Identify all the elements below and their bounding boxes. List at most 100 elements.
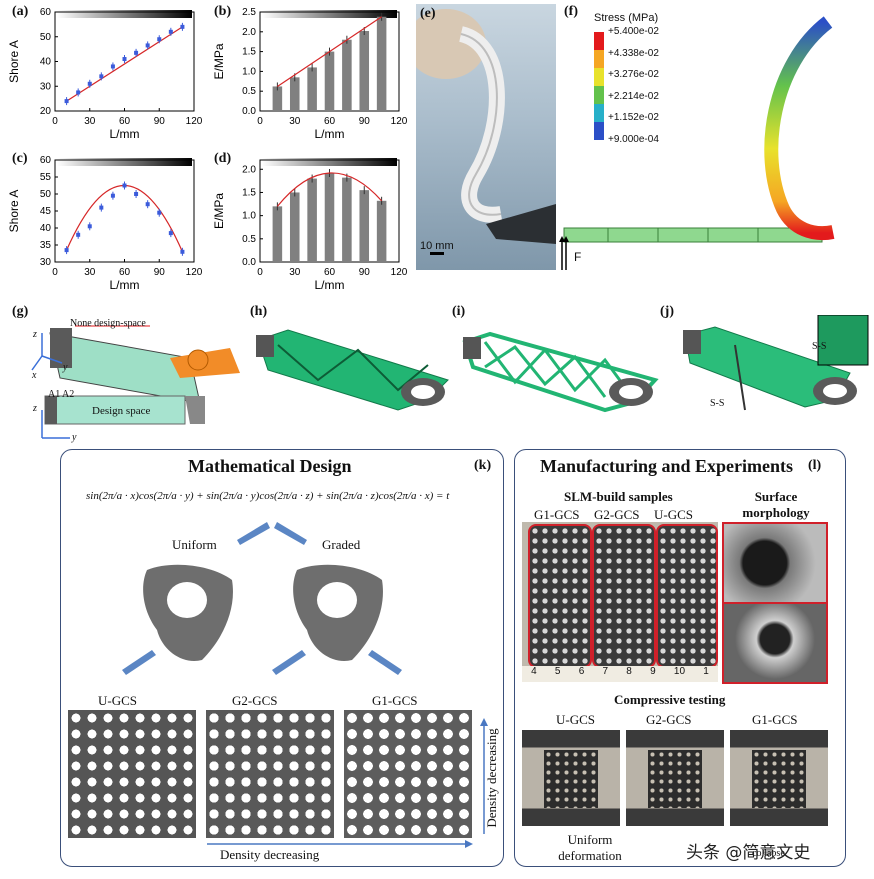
g2-gcs-label: G2-GCS (232, 693, 278, 708)
data-point (157, 210, 162, 215)
y-tick-label: 30 (40, 81, 52, 92)
bar (324, 51, 335, 111)
collapse-label: collapse (752, 848, 785, 859)
x-tick-label: 0 (257, 116, 263, 127)
ruler-tick-label: 9 (650, 666, 656, 677)
stiffness-gradient-bar (57, 158, 192, 166)
x-axis-label: L/mm (110, 127, 140, 141)
data-point (122, 183, 127, 188)
bar (307, 67, 317, 111)
x-tick-label: 90 (154, 267, 166, 278)
x-tick-label: 0 (52, 116, 58, 127)
data-point (180, 249, 185, 254)
legend-color-swatch (594, 50, 604, 68)
compress-u-photo (522, 730, 620, 826)
design-space-label: Design space (92, 405, 151, 417)
photo-bending-beam: (e) 10 mm (416, 4, 556, 270)
tpms-lattice-beam (683, 315, 869, 411)
data-point (64, 99, 69, 104)
compress-g1-photo (730, 730, 828, 826)
bar (342, 177, 352, 262)
lattice-g1-gcs (344, 710, 472, 838)
section-label-bottom: S-S (710, 398, 725, 409)
data-point (134, 192, 139, 196)
data-point (134, 50, 139, 55)
panel-label-k: (k) (474, 458, 492, 473)
y-tick-label: 1.0 (242, 211, 256, 222)
x-tick-label: 120 (186, 116, 203, 127)
x-tick-label: 120 (391, 267, 408, 278)
y-tick-label: 50 (40, 32, 52, 43)
y-axis-label: Shore A (7, 190, 21, 233)
ruler-tick-label: 6 (578, 666, 585, 677)
data-point (168, 29, 173, 34)
slm-samples-label: SLM-build samples (564, 489, 673, 504)
axis-x-top: x (32, 370, 37, 381)
legend-value: +5.400e-02 (608, 26, 659, 37)
y-tick-label: 60 (40, 7, 52, 18)
x-axis-label: L/mm (315, 127, 345, 141)
panel-label-e: (e) (420, 6, 436, 21)
compress-g2-label: G2-GCS (646, 712, 692, 727)
panel-label-d: (d) (214, 151, 232, 166)
data-point (99, 205, 104, 210)
y-tick-label: 0.5 (242, 234, 256, 245)
x-tick-label: 0 (257, 267, 263, 278)
density-decreasing-vertical: Density decreasing (484, 728, 499, 828)
panel-label-i: (i) (452, 304, 466, 319)
y-tick-label: 20 (40, 106, 52, 117)
x-tick-label: 90 (359, 116, 371, 127)
y-tick-label: 45 (40, 206, 52, 217)
lattice-truss-beam (462, 331, 659, 413)
x-tick-label: 120 (391, 116, 408, 127)
section-label-top: S-S (812, 341, 827, 352)
sem-image-bottom (722, 602, 828, 684)
y-tick-label: 40 (40, 223, 52, 234)
y-tick-label: 0.5 (242, 86, 256, 97)
legend-value: +4.338e-02 (608, 47, 659, 59)
density-arrow-v (480, 718, 488, 834)
fit-curve (276, 172, 383, 207)
y-axis-label: E/MPa (212, 43, 226, 79)
x-tick-label: 30 (289, 267, 301, 278)
y-tick-label: 2.0 (242, 27, 256, 38)
data-point (99, 74, 104, 79)
bar (342, 39, 352, 111)
a1-label: A1 (48, 389, 61, 400)
x-tick-label: 120 (186, 267, 203, 278)
data-point (110, 64, 115, 69)
panel-label-l: (l) (808, 458, 822, 473)
legend-value: +3.276e-02 (608, 69, 659, 80)
x-tick-label: 90 (359, 267, 371, 278)
x-tick-label: 60 (119, 267, 131, 278)
ruler-tick-label: 4 (531, 666, 537, 677)
surface-morphology-label: Surface morphology (742, 489, 810, 520)
y-tick-label: 30 (40, 257, 52, 268)
data-point (110, 193, 115, 198)
x-tick-label: 30 (84, 267, 96, 278)
stress-legend-values: +5.400e-02+4.338e-02+3.276e-02+2.214e-02… (608, 26, 688, 146)
a2-label: A2 (62, 389, 75, 400)
slm-g1-label: G1-GCS (534, 507, 580, 522)
panel-label-c: (c) (12, 151, 28, 166)
fea-mesh (559, 16, 835, 270)
gyroid-equation: sin(2π/a · x)cos(2π/a · y) + sin(2π/a · … (86, 490, 450, 502)
topology-optimized-beam (256, 329, 449, 411)
data-point (122, 57, 127, 62)
stiffness-gradient-bar (262, 10, 397, 18)
data-point (145, 43, 150, 48)
uniform-label: Uniform (172, 537, 217, 552)
axis-y-bottom: y (72, 432, 77, 443)
stress-legend-title: Stress (MPa) (594, 12, 659, 24)
data-point (145, 202, 150, 207)
slm-g2-label: G2-GCS (594, 507, 640, 522)
data-point (168, 231, 173, 236)
ruler-tick-label: 8 (626, 666, 632, 677)
slm-u-label: U-GCS (654, 507, 694, 522)
plot-frame (54, 159, 195, 263)
data-point (64, 248, 69, 253)
